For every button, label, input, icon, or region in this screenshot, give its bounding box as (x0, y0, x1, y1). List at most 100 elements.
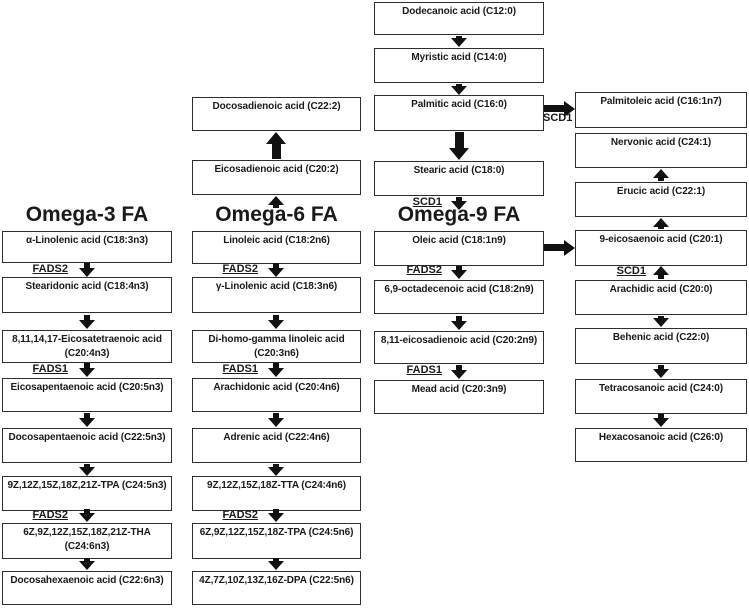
heading-omega3: Omega-3 FA (25, 203, 149, 226)
box-label: 6Z,9Z,12Z,15Z,18Z,21Z-THA (C24:6n3) (23, 527, 151, 552)
box-dodecanoic-acid: Dodecanoic acid (C12:0) (374, 2, 544, 35)
arrow-down-icon (266, 363, 286, 377)
box-label: Docosadienoic acid (C22:2) (212, 101, 341, 112)
box-adrenic-acid: Adrenic acid (C22:4n6) (192, 428, 361, 463)
arrow-down-icon (77, 558, 97, 570)
heading-omega6: Omega-6 FA (215, 203, 338, 226)
arrow-up-icon (651, 169, 671, 181)
box-label: Adrenic acid (C22:4n6) (223, 432, 330, 443)
box-label: Oleic acid (C18:1n9) (412, 235, 506, 246)
box-label: Erucic acid (C22:1) (616, 186, 706, 197)
box-label: 4Z,7Z,10Z,13Z,16Z-DPA (C22:5n6) (199, 575, 354, 586)
arrow-right-icon (544, 239, 575, 256)
arrow-down-icon (449, 365, 469, 379)
box-erucic-acid: Erucic acid (C22:1) (575, 182, 747, 217)
box-label: 6,9-octadecenoic acid (C18:2n9) (384, 284, 534, 295)
box-eicosatetraenoic-acid: 8,11,14,17-Eicosatetraenoic acid (C20:4n… (2, 330, 172, 363)
arrow-up-icon (651, 218, 671, 229)
box-dihomo-gamma-linoleic-acid: Di-homo-gamma linoleic acid (C20:3n6) (192, 330, 361, 363)
enzyme-label-fads1: FADS1 (32, 363, 68, 375)
arrow-down-icon (266, 263, 286, 277)
box-label: Di-homo-gamma linoleic acid (C20:3n6) (208, 334, 345, 359)
arrow-down-icon (266, 558, 286, 570)
arrow-up-icon (651, 266, 671, 279)
arrow-right-icon (544, 100, 575, 117)
box-label: Linoleic acid (C18:2n6) (223, 235, 330, 246)
box-docosadienoic-acid: Docosadienoic acid (C22:2) (192, 97, 361, 131)
box-label: 9Z,12Z,15Z,18Z,21Z-TPA (C24:5n3) (7, 480, 167, 491)
box-label: Hexacosanoic acid (C26:0) (598, 432, 724, 443)
box-arachidic-acid: Arachidic acid (C20:0) (575, 280, 747, 315)
box-eicosadienoic-acid: Eicosadienoic acid (C20:2) (192, 160, 361, 195)
heading-omega9: Omega-9 FA (397, 203, 521, 226)
arrow-down-icon (77, 464, 97, 476)
box-eicosadienoic-acid-n9: 8,11-eicosadienoic acid (C20:2n9) (374, 331, 544, 364)
box-label: 9-eicosaenoic acid (C20:1) (599, 234, 723, 245)
box-alpha-linolenic-acid: α-Linolenic acid (C18:3n3) (2, 231, 172, 263)
box-myristic-acid: Myristic acid (C14:0) (374, 48, 544, 83)
box-tpa-n6: 6Z,9Z,12Z,15Z,18Z-TPA (C24:5n6) (192, 523, 361, 559)
box-label: 6Z,9Z,12Z,15Z,18Z-TPA (C24:5n6) (199, 527, 354, 538)
arrow-down-icon (651, 316, 671, 327)
enzyme-label-scd1: SCD1 (616, 265, 646, 277)
box-tha-n3: 6Z,9Z,12Z,15Z,18Z,21Z-THA (C24:6n3) (2, 523, 172, 559)
box-linoleic-acid: Linoleic acid (C18:2n6) (192, 231, 361, 264)
box-label: Eicosadienoic acid (C20:2) (214, 164, 339, 175)
enzyme-label-fads1: FADS1 (222, 363, 258, 375)
arrow-up-icon (266, 196, 286, 208)
box-label: Dodecanoic acid (C12:0) (402, 6, 516, 17)
arrow-down-icon (449, 132, 469, 160)
arrow-down-icon (651, 414, 671, 427)
arrow-down-icon (77, 413, 97, 427)
box-palmitic-acid: Palmitic acid (C16:0) (374, 95, 544, 131)
enzyme-label-fads1: FADS1 (406, 364, 442, 376)
box-eicosaenoic-acid: 9-eicosaenoic acid (C20:1) (575, 230, 747, 266)
box-tpa-n3: 9Z,12Z,15Z,18Z,21Z-TPA (C24:5n3) (2, 476, 172, 511)
arrow-down-icon (449, 36, 469, 47)
arrow-down-icon (266, 464, 286, 476)
enzyme-label-fads2: FADS2 (32, 509, 68, 521)
box-eicosapentaenoic-acid: Eicosapentaenoic acid (C20:5n3) (2, 378, 172, 412)
box-docosapentaenoic-acid: Docosapentaenoic acid (C22:5n3) (2, 428, 172, 463)
box-label: Palmitoleic acid (C16:1n7) (600, 96, 722, 107)
enzyme-label-fads2: FADS2 (222, 509, 258, 521)
arrow-down-icon (77, 509, 97, 522)
arrow-down-icon (449, 266, 469, 279)
enzyme-label-scd1: SCD1 (412, 196, 442, 208)
box-label: Stearic acid (C18:0) (413, 165, 505, 176)
arrow-down-icon (449, 197, 469, 210)
box-stearidonic-acid: Stearidonic acid (C18:4n3) (2, 277, 172, 313)
box-label: Eicosapentaenoic acid (C20:5n3) (10, 382, 164, 393)
arrow-down-icon (77, 315, 97, 329)
arrow-down-icon (651, 365, 671, 378)
box-behenic-acid: Behenic acid (C22:0) (575, 328, 747, 364)
box-label: Stearidonic acid (C18:4n3) (25, 281, 149, 292)
box-label: Palmitic acid (C16:0) (411, 99, 507, 110)
box-tta-n6: 9Z,12Z,15Z,18Z-TTA (C24:4n6) (192, 476, 361, 511)
enzyme-label-fads2: FADS2 (406, 264, 442, 276)
box-label: Tetracosanoic acid (C24:0) (599, 383, 723, 394)
box-label: Nervonic acid (C24:1) (610, 137, 712, 148)
enzyme-label-fads2: FADS2 (222, 263, 258, 275)
box-label: Arachidic acid (C20:0) (609, 284, 713, 295)
box-gamma-linolenic-acid: γ-Linolenic acid (C18:3n6) (192, 277, 361, 313)
box-arachidonic-acid: Arachidonic acid (C20:4n6) (192, 378, 361, 412)
arrow-down-icon (266, 413, 286, 427)
box-label: Arachidonic acid (C20:4n6) (213, 382, 340, 393)
arrow-down-icon (266, 315, 286, 329)
box-stearic-acid: Stearic acid (C18:0) (374, 161, 544, 196)
box-label: 9Z,12Z,15Z,18Z-TTA (C24:4n6) (207, 480, 346, 491)
arrow-down-icon (449, 84, 469, 95)
enzyme-label-scd1: SCD1 (543, 112, 573, 124)
box-label: Docosahexaenoic acid (C22:6n3) (10, 575, 164, 586)
arrow-down-icon (77, 263, 97, 277)
box-label: Docosapentaenoic acid (C22:5n3) (8, 432, 166, 443)
box-nervonic-acid: Nervonic acid (C24:1) (575, 133, 747, 168)
box-label: γ-Linolenic acid (C18:3n6) (215, 281, 338, 292)
enzyme-label-fads2: FADS2 (32, 263, 68, 275)
box-palmitoleic-acid: Palmitoleic acid (C16:1n7) (575, 92, 747, 128)
box-label: 8,11-eicosadienoic acid (C20:2n9) (380, 335, 538, 346)
arrow-down-icon (77, 363, 97, 377)
box-hexacosanoic-acid: Hexacosanoic acid (C26:0) (575, 428, 747, 462)
